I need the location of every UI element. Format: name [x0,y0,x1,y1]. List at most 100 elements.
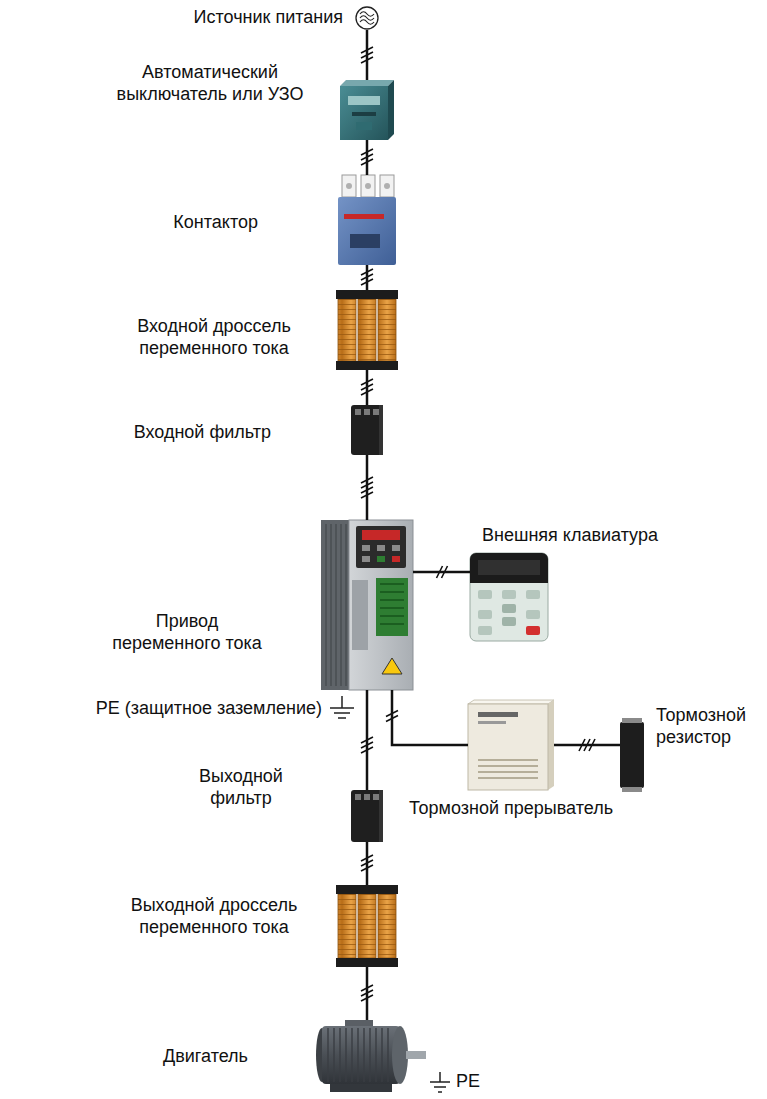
drive-picture [321,520,413,690]
drive-picture [392,556,400,562]
filter-picture [351,405,383,455]
wire-connector [366,455,369,520]
keypad-picture [526,610,540,619]
reactor-picture [378,894,396,958]
braking-resistor: Тормозной резистор [620,718,644,792]
component-label: Контактор [173,212,258,234]
wire-connector [366,842,369,885]
chopper-picture [468,700,554,704]
breaker-picture [388,80,394,140]
reactor-picture [336,290,398,299]
wire-connector [413,571,470,574]
input-reactor: Входной дроссель переменного тока [336,290,398,370]
filter-picture [373,409,379,415]
wire-connector [366,140,369,175]
ground-symbol [430,1072,450,1092]
wire-connector [392,690,468,745]
keypad-picture [502,617,516,626]
chopper-picture [468,704,548,790]
filter-picture [364,794,370,800]
breaker-picture [340,86,388,140]
component-label: Источник питания [194,7,343,29]
component-label: Входной дроссель переменного тока [128,316,300,359]
breaker-picture [348,96,380,105]
reactor-picture [358,299,376,361]
braking-chopper: Тормозной прерыватель [468,700,554,790]
component-label: Выходной дроссель переменного тока [128,895,300,938]
contactor-picture [346,183,352,189]
chopper-picture [468,700,554,790]
resistor-picture [620,722,644,788]
wire-connector [366,30,369,80]
motor-picture [406,1051,426,1059]
contactor-picture [350,234,380,248]
motor-picture [392,1026,408,1084]
reactor-picture [358,894,376,958]
reactor-picture [336,290,398,370]
contactor-picture [338,175,396,265]
drive-picture [382,658,402,674]
drive-picture [362,556,370,562]
component-label: Тормозной прерыватель [409,798,613,820]
component-label: Двигатель [163,1046,248,1068]
component-label: Привод переменного тока [103,611,271,654]
wire-connector [554,744,620,747]
ground-symbol [430,1072,450,1092]
filter-picture [373,794,379,800]
keypad-picture [502,604,516,613]
output-filter: Выходной фильтр [351,790,383,842]
contactor-picture [380,175,394,197]
reactor-picture [336,361,398,370]
filter-picture [379,405,383,455]
chopper-picture [478,712,518,717]
ground-symbol [330,696,354,718]
breaker-picture [340,80,394,86]
chopper-picture [478,760,538,778]
ground-label: PE [456,1071,480,1093]
component-label: Внешняя клавиатура [482,525,658,547]
filter-picture [364,409,370,415]
keypad-picture [478,610,492,619]
input-filter: Входной фильтр [351,405,383,455]
ground-symbol [330,696,354,718]
filter-picture [351,405,383,455]
circuit-breaker: Автоматический выключатель или УЗО [340,80,394,140]
resistor-picture [622,718,642,723]
keypad-picture [526,626,540,635]
contactor-picture [344,214,384,219]
drive-picture [326,524,346,686]
keypad-picture [478,560,540,575]
filter-picture [355,794,361,800]
keypad-picture [526,590,540,599]
drive-picture [377,545,385,551]
chopper-picture [548,700,554,790]
contactor: Контактор [338,175,396,265]
filter-picture [351,790,383,842]
reactor-picture [336,885,398,967]
keypad-picture [470,553,548,641]
filter-picture [379,790,383,842]
wire-connector [366,690,369,790]
ac-drive: Привод переменного тока [321,520,413,690]
breaker-picture [356,122,372,130]
wire-connector [366,265,369,290]
keypad-picture [502,590,516,599]
reactor-picture [336,958,398,967]
ac-source-symbol [356,7,378,29]
drive-picture [352,580,368,650]
motor-picture [316,1020,426,1092]
filter-picture [351,790,383,842]
reactor-picture [378,299,396,361]
drive-picture [349,520,413,690]
drive-picture [376,578,408,636]
contactor-picture [342,175,356,197]
drive-picture [321,520,349,690]
component-label: Автоматический выключатель или УЗО [110,62,310,105]
filter-picture [355,409,361,415]
resistor-picture [622,787,642,792]
drive-picture [362,530,400,540]
component-label: Выходной фильтр [186,766,296,809]
contactor-picture [384,183,390,189]
